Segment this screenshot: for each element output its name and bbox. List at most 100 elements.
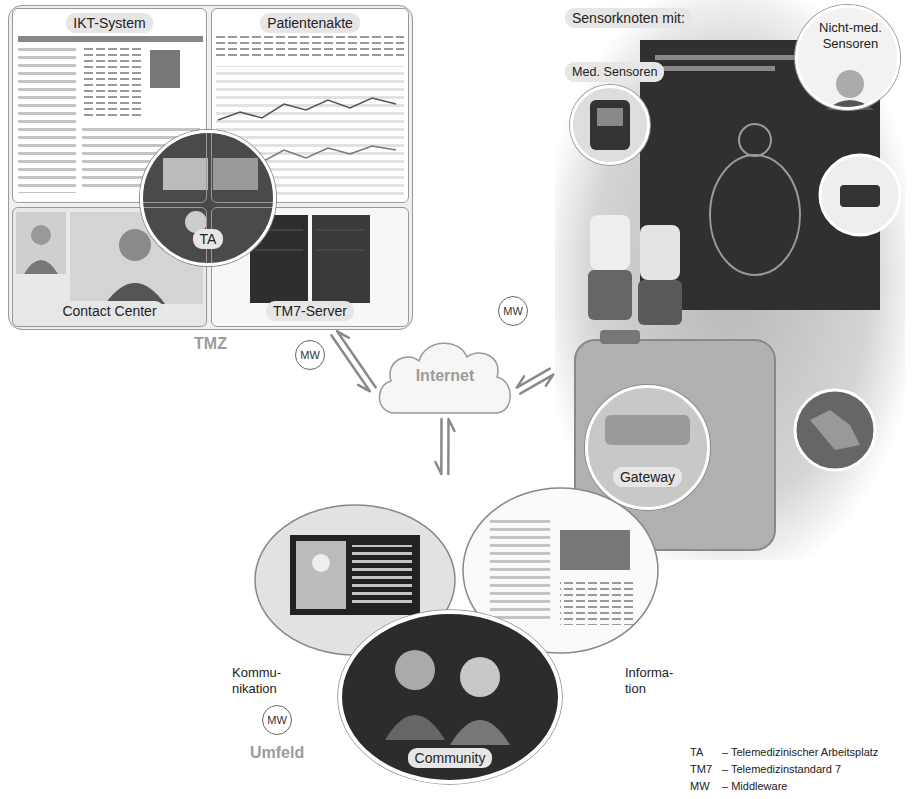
environment-segment: Kommu- nikation	[255, 505, 455, 655]
sensor-vignette-part	[820, 155, 900, 235]
record-screenshot-part	[216, 36, 404, 60]
sensor-node-group: Sensorknoten mit: Med. Sensoren Nicht-med.…	[555, 0, 905, 560]
ikt-screenshot-part	[18, 36, 203, 42]
text-holder: MW	[263, 706, 291, 734]
environment-group: UmfeldKommu- nikationInforma- tionCommun…	[225, 478, 670, 799]
text-holder: Informa- tion	[623, 665, 687, 697]
node-label: Internet	[416, 366, 475, 385]
internet-cloud: Internet	[375, 335, 515, 415]
text-holder: Nicht-med. Sensoren	[806, 20, 895, 52]
record-screenshot-part	[218, 98, 396, 120]
connector-line	[331, 335, 369, 391]
sensor-vignette-part	[796, 6, 900, 110]
workstation-photo-part	[143, 133, 275, 265]
server-photo-part	[312, 215, 370, 303]
sensor-vignette-part	[640, 225, 680, 280]
ikt-screenshot	[13, 9, 208, 204]
sensor-vignette	[555, 0, 905, 560]
text-holder: TA	[143, 229, 273, 249]
sensor-vignette-part	[555, 0, 905, 560]
node-label: Informa- tion	[623, 665, 687, 697]
connector-line	[517, 369, 550, 388]
middleware-circle: MW	[295, 340, 325, 370]
node-label: MW	[267, 714, 287, 726]
sensor-vignette-part	[570, 85, 650, 165]
legend-abbreviation: TA	[690, 745, 703, 759]
environment-segment: Community	[340, 612, 560, 782]
environment-photos-part	[312, 554, 330, 572]
sensor-vignette-part	[710, 155, 800, 275]
text-holder: Sensorknoten mit:	[565, 8, 692, 28]
legend-abbreviation: TM7	[690, 762, 712, 776]
ikt-screenshot-part	[18, 48, 76, 193]
node-label: Gateway	[613, 467, 682, 487]
contact-center-photo-part	[24, 260, 58, 274]
environment-photos-part	[490, 520, 550, 620]
sensor-vignette-part	[590, 215, 630, 270]
record-screenshot-part	[212, 9, 410, 204]
sensor-vignette-part	[588, 270, 632, 320]
text-holder: Med. Sensoren	[565, 62, 664, 82]
ikt-screenshot-part	[82, 48, 144, 118]
environment-photos-part	[385, 715, 445, 740]
legend-text: – Telemedizinstandard 7	[722, 762, 841, 776]
text-holder: Gateway	[588, 467, 707, 487]
panel-box: TM7-Server	[211, 207, 409, 327]
middleware-circle: MW	[262, 705, 292, 735]
node-label: Kommu- nikation	[230, 665, 294, 697]
double-arrow-connector	[331, 331, 375, 391]
text-holder: TA	[690, 742, 703, 760]
middleware-circle: MW	[498, 296, 528, 326]
environment-photos-part	[290, 535, 420, 615]
text-holder: TM7	[690, 759, 712, 777]
sensor-vignette-part	[655, 55, 805, 60]
connector-line	[435, 419, 441, 474]
tmz-background	[8, 5, 413, 330]
environment-photos-part	[395, 650, 435, 690]
panel-box: Patientenakte	[211, 8, 409, 203]
connector-line	[448, 419, 454, 474]
node-label: TM7-Server	[266, 301, 354, 321]
environment-photos-part	[340, 612, 560, 782]
sensor-vignette-part	[605, 415, 690, 445]
tmz-background-part	[8, 5, 413, 330]
node-label: Med. Sensoren	[565, 62, 664, 82]
double-arrow-connector	[435, 419, 454, 474]
legend-abbreviation: MW	[690, 779, 710, 793]
sensor-vignette-part	[840, 185, 880, 207]
workstation-circle: TA	[140, 130, 276, 266]
legend-text: – Telemedizinischer Arbeitsplatz	[722, 745, 878, 759]
environment-photos-part	[450, 720, 510, 745]
sensor-vignette-part	[795, 390, 875, 470]
node-label: Community	[408, 748, 493, 768]
panel-box: IKT-System	[12, 8, 207, 203]
sensor-vignette-part	[655, 66, 775, 71]
text-holder: MW	[499, 297, 527, 325]
gateway-circle: Gateway	[585, 385, 710, 510]
node-label: MW	[503, 305, 523, 317]
server-photo-part	[317, 230, 365, 231]
legend-text: – Middleware	[722, 779, 787, 793]
environment-segment: Informa- tion	[463, 488, 658, 653]
environment-photos-part	[352, 545, 412, 605]
environment-photos-part	[460, 657, 500, 697]
text-holder: – Telemedizinischer Arbeitsplatz	[722, 742, 878, 760]
text-holder: TM7-Server	[212, 301, 408, 321]
record-screenshot	[212, 9, 410, 204]
environment-photos-part	[338, 610, 562, 784]
server-photo-part	[317, 250, 365, 251]
node-label: Contact Center	[55, 301, 163, 321]
node-label: TA	[193, 229, 224, 249]
node-label: TMZ	[194, 334, 227, 353]
panel-box: Contact Center	[12, 207, 207, 327]
text-holder: TMZ	[9, 334, 412, 353]
text-holder: MW	[296, 341, 324, 369]
cloud-shape	[379, 343, 510, 413]
text-holder: – Telemedizinstandard 7	[722, 759, 841, 777]
sensor-circle: Nicht-med. Sensoren	[795, 5, 900, 110]
text-holder: Internet	[375, 335, 515, 415]
node-label: MW	[300, 349, 320, 361]
workstation-photo-part	[213, 158, 258, 190]
group-box: TMZIKT-SystemPatientenakteContact Center…	[8, 5, 413, 330]
